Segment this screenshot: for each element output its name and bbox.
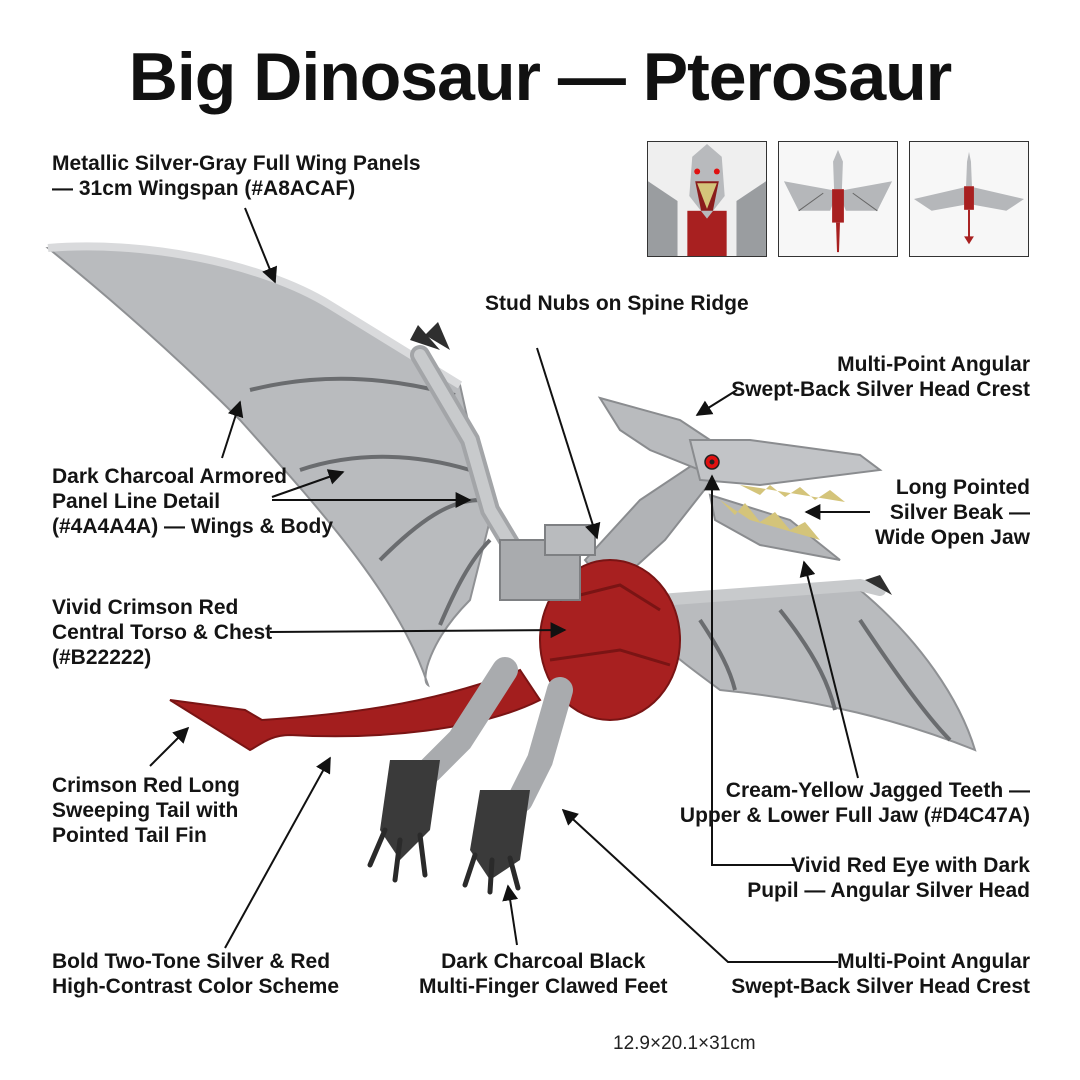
label-eye: Vivid Red Eye with Dark Pupil — Angular … [747, 853, 1030, 903]
thumbnail-front-wings[interactable] [778, 141, 898, 257]
label-eye-line2: Pupil — Angular Silver Head [747, 879, 1030, 902]
page-title: Big Dinosaur — Pterosaur [128, 39, 952, 115]
label-head-crest-bottom: Multi-Point Angular Swept-Back Silver He… [731, 949, 1030, 999]
label-tail-line3: Pointed Tail Fin [52, 824, 207, 847]
label-torso-line1: Vivid Crimson Red [52, 596, 239, 619]
label-wing-panels-line2: — 31cm Wingspan (#A8ACAF) [52, 177, 356, 200]
label-color-scheme-line1: Bold Two-Tone Silver & Red [52, 950, 331, 973]
legs-and-feet [367, 657, 573, 895]
label-torso-line2: Central Torso & Chest [52, 621, 273, 644]
arrow-wing-panels [244, 207, 278, 284]
arrow-head-crest-top [695, 389, 738, 416]
label-head-crest-top-line2: Swept-Back Silver Head Crest [731, 378, 1030, 401]
label-head-crest-bottom-line1: Multi-Point Angular [837, 950, 1030, 973]
arrow-spine [536, 347, 601, 540]
arrow-head-crest-bottom [561, 808, 838, 963]
label-panel-lines-line2: Panel Line Detail [52, 490, 221, 513]
label-wing-panels: Metallic Silver-Gray Full Wing Panels — … [52, 151, 421, 201]
label-tail: Crimson Red Long Sweeping Tail with Poin… [52, 773, 240, 848]
label-spine-line1: Stud Nubs on Spine Ridge [485, 292, 749, 315]
arrow-eye [704, 474, 795, 866]
label-beak-line2: Silver Beak — [889, 501, 1030, 524]
label-feet-line2: Multi-Finger Clawed Feet [419, 975, 668, 998]
label-teeth: Cream-Yellow Jagged Teeth — Upper & Lowe… [680, 778, 1030, 828]
front-wings-image [779, 142, 897, 256]
torso [499, 524, 681, 721]
label-color-scheme-line2: High-Contrast Color Scheme [52, 975, 340, 998]
arrow-torso [269, 622, 567, 639]
right-wing [638, 575, 977, 752]
label-head-crest-bottom-line2: Swept-Back Silver Head Crest [731, 975, 1030, 998]
top-down-image [910, 142, 1028, 256]
neck-and-head [583, 396, 883, 592]
arrow-teeth [799, 560, 859, 779]
label-feet: Dark Charcoal Black Multi-Finger Clawed … [419, 949, 668, 999]
label-tail-line1: Crimson Red Long [52, 774, 240, 797]
label-wing-panels-line1: Metallic Silver-Gray Full Wing Panels [52, 152, 421, 175]
label-head-crest-top-line1: Multi-Point Angular [837, 353, 1030, 376]
left-wing [45, 242, 530, 688]
arrow-tail [149, 726, 190, 767]
head-closeup-image [648, 142, 766, 256]
label-panel-lines-line1: Dark Charcoal Armored [52, 465, 287, 488]
tail [169, 668, 542, 752]
label-torso-line3: (#B22222) [52, 646, 152, 669]
label-teeth-line2: Upper & Lower Full Jaw (#D4C47A) [679, 804, 1030, 827]
label-head-crest-top: Multi-Point Angular Swept-Back Silver He… [731, 352, 1030, 402]
label-eye-line1: Vivid Red Eye with Dark [791, 854, 1030, 877]
label-beak: Long Pointed Silver Beak — Wide Open Jaw [875, 475, 1030, 550]
thumbnail-top-down[interactable] [909, 141, 1029, 257]
label-spine: Stud Nubs on Spine Ridge [485, 291, 749, 316]
label-beak-line3: Wide Open Jaw [874, 526, 1030, 549]
arrow-color-scheme [224, 756, 331, 949]
dimensions-text: 12.9×20.1×31cm [613, 1033, 756, 1054]
label-panel-lines-line3: (#4A4A4A) — Wings & Body [52, 515, 334, 538]
label-beak-line1: Long Pointed [895, 476, 1030, 499]
arrow-feet [502, 884, 519, 946]
callout-arrows [149, 207, 870, 963]
thumbnail-head-closeup[interactable] [647, 141, 767, 257]
label-tail-line2: Sweeping Tail with [52, 799, 239, 822]
label-torso: Vivid Crimson Red Central Torso & Chest … [52, 595, 272, 670]
label-teeth-line1: Cream-Yellow Jagged Teeth — [725, 779, 1030, 802]
arrow-panel-lines-a [221, 400, 244, 459]
label-panel-lines: Dark Charcoal Armored Panel Line Detail … [52, 464, 333, 539]
arrow-panel-lines-b [271, 469, 345, 498]
label-color-scheme: Bold Two-Tone Silver & Red High-Contrast… [52, 949, 339, 999]
label-feet-line1: Dark Charcoal Black [441, 950, 646, 973]
